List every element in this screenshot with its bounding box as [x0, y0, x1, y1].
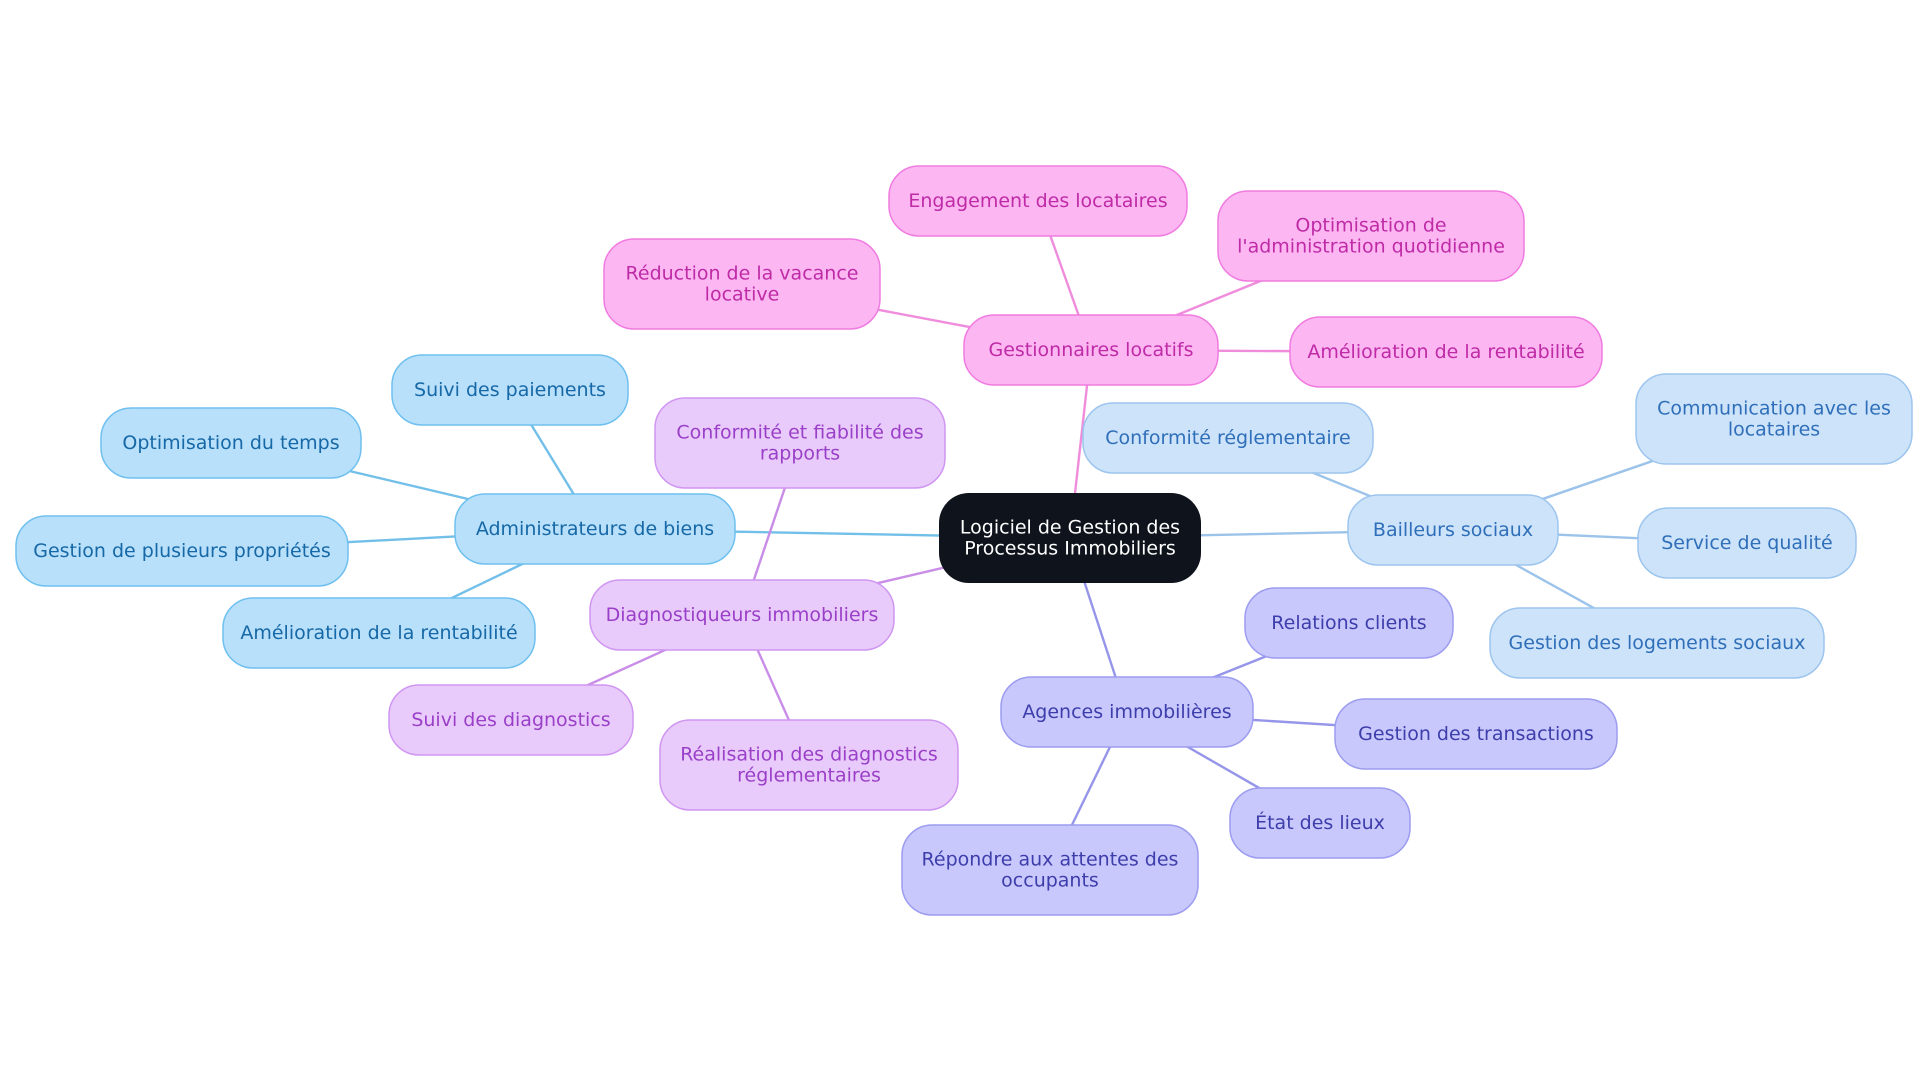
node-bailleurs-leaf-0-shape — [1082, 402, 1374, 474]
node-branch-diagnostiqueurs[interactable]: Diagnostiqueurs immobiliers — [589, 579, 895, 651]
node-bailleurs-leaf-1-shape — [1635, 373, 1913, 465]
node-agences-leaf-2[interactable]: État des lieux — [1229, 787, 1411, 859]
node-bailleurs-leaf-3[interactable]: Gestion des logements sociaux — [1489, 607, 1825, 679]
node-branch-administrateurs-shape — [454, 493, 736, 565]
node-root-shape — [939, 493, 1201, 583]
node-agences-leaf-2-shape — [1229, 787, 1411, 859]
node-branch-bailleurs-label: Bailleurs sociaux — [1373, 519, 1533, 541]
node-branch-gestionnaires[interactable]: Gestionnaires locatifs — [963, 314, 1219, 386]
node-branch-bailleurs-shape — [1347, 494, 1559, 566]
node-administrateurs-leaf-1[interactable]: Optimisation du temps — [100, 407, 362, 479]
node-branch-agences[interactable]: Agences immobilières — [1000, 676, 1254, 748]
node-administrateurs-leaf-1-label: Optimisation du temps — [122, 432, 339, 454]
node-diagnostiqueurs-leaf-0-shape — [654, 397, 946, 489]
node-diagnostiqueurs-leaf-2[interactable]: Réalisation des diagnosticsréglementaire… — [659, 719, 959, 811]
node-gestionnaires-leaf-2-label: l'administration quotidienne — [1237, 236, 1505, 258]
node-administrateurs-leaf-2[interactable]: Gestion de plusieurs propriétés — [15, 515, 349, 587]
node-gestionnaires-leaf-1-label: Réduction de la vacance — [626, 263, 859, 285]
node-diagnostiqueurs-leaf-0-label: Conformité et fiabilité des — [676, 422, 923, 444]
node-branch-administrateurs-label: Administrateurs de biens — [476, 518, 714, 540]
node-gestionnaires-leaf-0[interactable]: Engagement des locataires — [888, 165, 1188, 237]
node-agences-leaf-1[interactable]: Gestion des transactions — [1334, 698, 1618, 770]
node-agences-leaf-3-label: Répondre aux attentes des — [922, 849, 1179, 871]
node-administrateurs-leaf-3-label: Amélioration de la rentabilité — [240, 622, 517, 644]
node-gestionnaires-leaf-1-shape — [603, 238, 881, 330]
node-bailleurs-leaf-2-label: Service de qualité — [1661, 532, 1833, 554]
node-gestionnaires-leaf-2-label: Optimisation de — [1295, 215, 1446, 237]
node-administrateurs-leaf-2-label: Gestion de plusieurs propriétés — [33, 540, 331, 562]
node-agences-leaf-1-label: Gestion des transactions — [1358, 723, 1594, 745]
node-branch-administrateurs[interactable]: Administrateurs de biens — [454, 493, 736, 565]
node-agences-leaf-0[interactable]: Relations clients — [1244, 587, 1454, 659]
node-bailleurs-leaf-0-label: Conformité réglementaire — [1105, 427, 1351, 449]
node-bailleurs-leaf-0[interactable]: Conformité réglementaire — [1082, 402, 1374, 474]
node-agences-leaf-0-label: Relations clients — [1271, 612, 1426, 634]
node-agences-leaf-3-label: occupants — [1001, 870, 1099, 892]
node-bailleurs-leaf-1-label: Communication avec les — [1657, 398, 1891, 420]
node-root-label: Processus Immobiliers — [964, 538, 1176, 560]
node-agences-leaf-2-label: État des lieux — [1255, 811, 1385, 834]
node-root-label: Logiciel de Gestion des — [960, 517, 1180, 539]
node-gestionnaires-leaf-3-shape — [1289, 316, 1603, 388]
node-branch-agences-label: Agences immobilières — [1022, 701, 1231, 723]
node-diagnostiqueurs-leaf-1[interactable]: Suivi des diagnostics — [388, 684, 634, 756]
node-gestionnaires-leaf-2-shape — [1217, 190, 1525, 282]
node-branch-gestionnaires-label: Gestionnaires locatifs — [988, 339, 1193, 361]
node-bailleurs-leaf-1-label: locataires — [1728, 419, 1820, 441]
node-bailleurs-leaf-3-shape — [1489, 607, 1825, 679]
node-branch-diagnostiqueurs-shape — [589, 579, 895, 651]
node-diagnostiqueurs-leaf-1-shape — [388, 684, 634, 756]
node-bailleurs-leaf-2[interactable]: Service de qualité — [1637, 507, 1857, 579]
node-gestionnaires-leaf-3[interactable]: Amélioration de la rentabilité — [1289, 316, 1603, 388]
node-administrateurs-leaf-3-shape — [222, 597, 536, 669]
node-branch-agences-shape — [1000, 676, 1254, 748]
node-administrateurs-leaf-0[interactable]: Suivi des paiements — [391, 354, 629, 426]
node-diagnostiqueurs-leaf-1-label: Suivi des diagnostics — [411, 709, 610, 731]
node-administrateurs-leaf-0-label: Suivi des paiements — [414, 379, 606, 401]
node-diagnostiqueurs-leaf-2-label: réglementaires — [737, 765, 881, 787]
node-gestionnaires-leaf-0-shape — [888, 165, 1188, 237]
node-agences-leaf-3-shape — [901, 824, 1199, 916]
node-diagnostiqueurs-leaf-2-label: Réalisation des diagnostics — [680, 744, 938, 766]
node-administrateurs-leaf-1-shape — [100, 407, 362, 479]
node-diagnostiqueurs-leaf-2-shape — [659, 719, 959, 811]
node-gestionnaires-leaf-3-label: Amélioration de la rentabilité — [1307, 341, 1584, 363]
node-diagnostiqueurs-leaf-0-label: rapports — [760, 443, 840, 465]
node-gestionnaires-leaf-2[interactable]: Optimisation del'administration quotidie… — [1217, 190, 1525, 282]
node-administrateurs-leaf-0-shape — [391, 354, 629, 426]
node-branch-bailleurs[interactable]: Bailleurs sociaux — [1347, 494, 1559, 566]
node-agences-leaf-0-shape — [1244, 587, 1454, 659]
node-agences-leaf-1-shape — [1334, 698, 1618, 770]
node-bailleurs-leaf-2-shape — [1637, 507, 1857, 579]
node-administrateurs-leaf-3[interactable]: Amélioration de la rentabilité — [222, 597, 536, 669]
node-administrateurs-leaf-2-shape — [15, 515, 349, 587]
node-bailleurs-leaf-3-label: Gestion des logements sociaux — [1509, 632, 1806, 654]
node-branch-diagnostiqueurs-label: Diagnostiqueurs immobiliers — [606, 604, 879, 626]
node-branch-gestionnaires-shape — [963, 314, 1219, 386]
node-gestionnaires-leaf-1-label: locative — [705, 284, 780, 306]
node-gestionnaires-leaf-0-label: Engagement des locataires — [908, 190, 1167, 212]
